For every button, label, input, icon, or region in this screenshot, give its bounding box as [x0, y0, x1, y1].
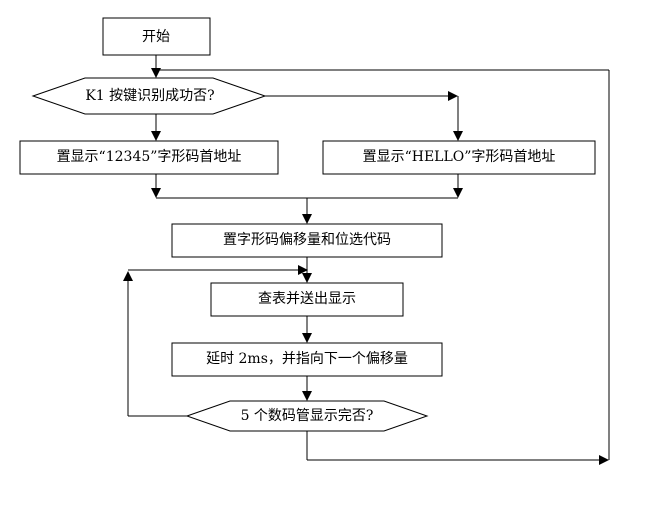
arrowhead-delay-to-done: [302, 391, 312, 401]
arrowhead-k1-to-hello: [453, 131, 463, 141]
start-label: 开始: [142, 29, 170, 45]
start-box: [102, 17, 211, 56]
arrowhead-12345-down: [151, 188, 161, 198]
arrowhead-offset-to-lookup: [302, 273, 312, 283]
arrowhead-left-loop-top: [298, 265, 308, 275]
set-offset-label: 置字形码偏移量和位选代码: [223, 232, 391, 248]
arrowhead-hello-down: [453, 188, 463, 198]
set-hello-address-box: [322, 140, 596, 175]
lookup-send-box: [210, 282, 404, 317]
done-decision-label: 5 个数码管显示完否?: [241, 408, 374, 424]
arrowhead-left-loop-up: [123, 271, 133, 281]
set-offset-box: [171, 223, 443, 258]
delay-box: [171, 342, 443, 377]
arrowhead-lookup-to-delay: [302, 333, 312, 343]
done-decision-diamond: [185, 400, 429, 432]
arrowhead-done-right: [599, 455, 609, 465]
delay-label: 延时 2ms，并指向下一个偏移量: [206, 351, 408, 367]
arrowhead-k1-to-12345: [151, 131, 161, 141]
lookup-send-label: 查表并送出显示: [258, 291, 356, 307]
k1-decision-label: K1 按键识别成功否?: [85, 88, 214, 104]
set-hello-address-label: 置显示“HELLO”字形码首地址: [363, 149, 556, 165]
set-12345-address-label: 置显示“12345”字形码首地址: [57, 149, 242, 165]
arrowhead-k1-right: [448, 91, 458, 101]
set-12345-address-box: [19, 140, 279, 175]
arrowhead-merge-to-offset: [302, 214, 312, 224]
